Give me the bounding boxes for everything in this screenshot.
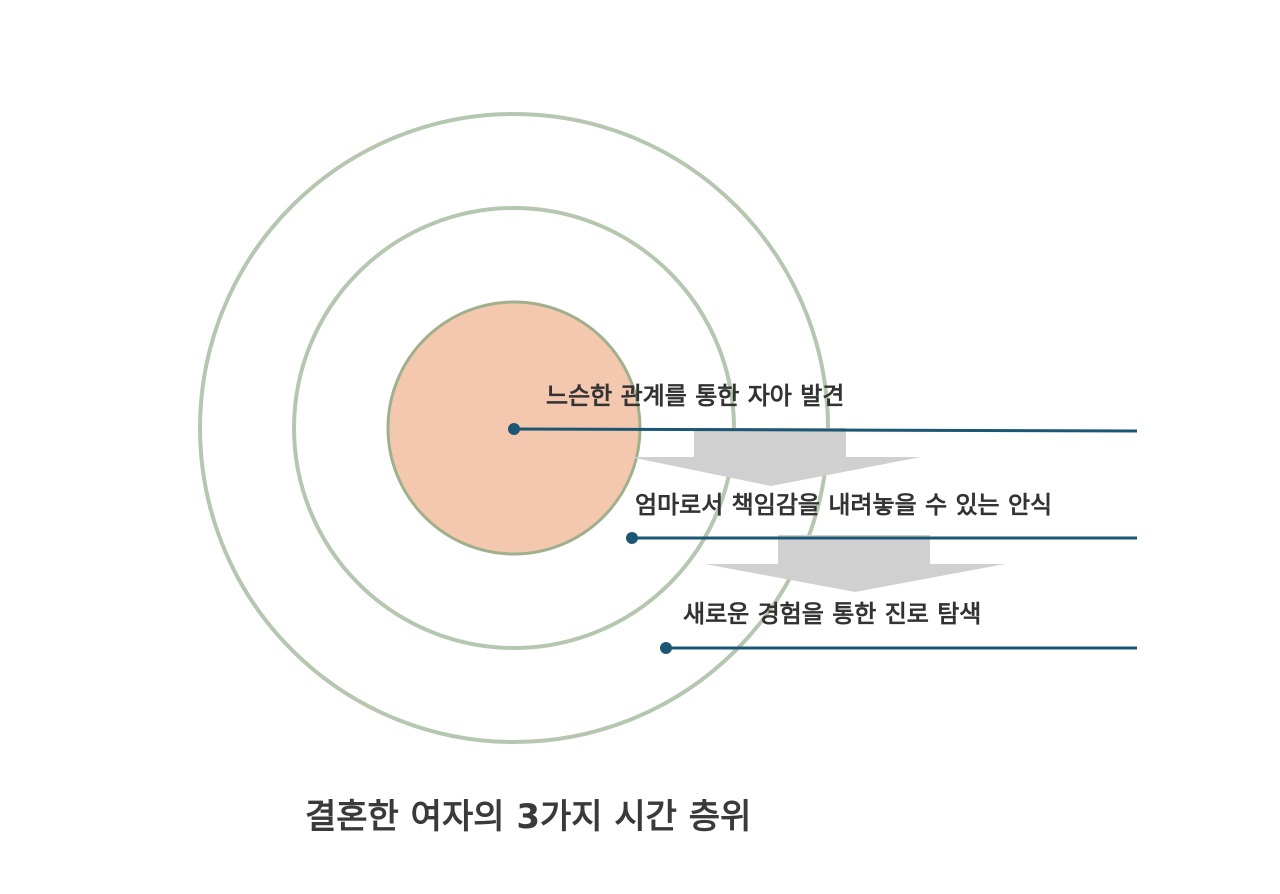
leader-dot-1 bbox=[508, 423, 520, 435]
layer-label-1: 느슨한 관계를 통한 자아 발견 bbox=[546, 382, 844, 410]
leader-line-1 bbox=[513, 427, 1138, 433]
layer-label-3: 새로운 경험을 통한 진로 탐색 bbox=[683, 600, 981, 628]
leader-dot-2 bbox=[626, 532, 638, 544]
layer-label-2: 엄마로서 책임감을 내려놓을 수 있는 안식 bbox=[635, 491, 1052, 519]
down-arrow-2 bbox=[705, 535, 1005, 592]
diagram-caption: 결혼한 여자의 3가지 시간 층위 bbox=[305, 797, 751, 837]
leader-dot-3 bbox=[660, 642, 672, 654]
down-arrow-1 bbox=[630, 428, 921, 486]
